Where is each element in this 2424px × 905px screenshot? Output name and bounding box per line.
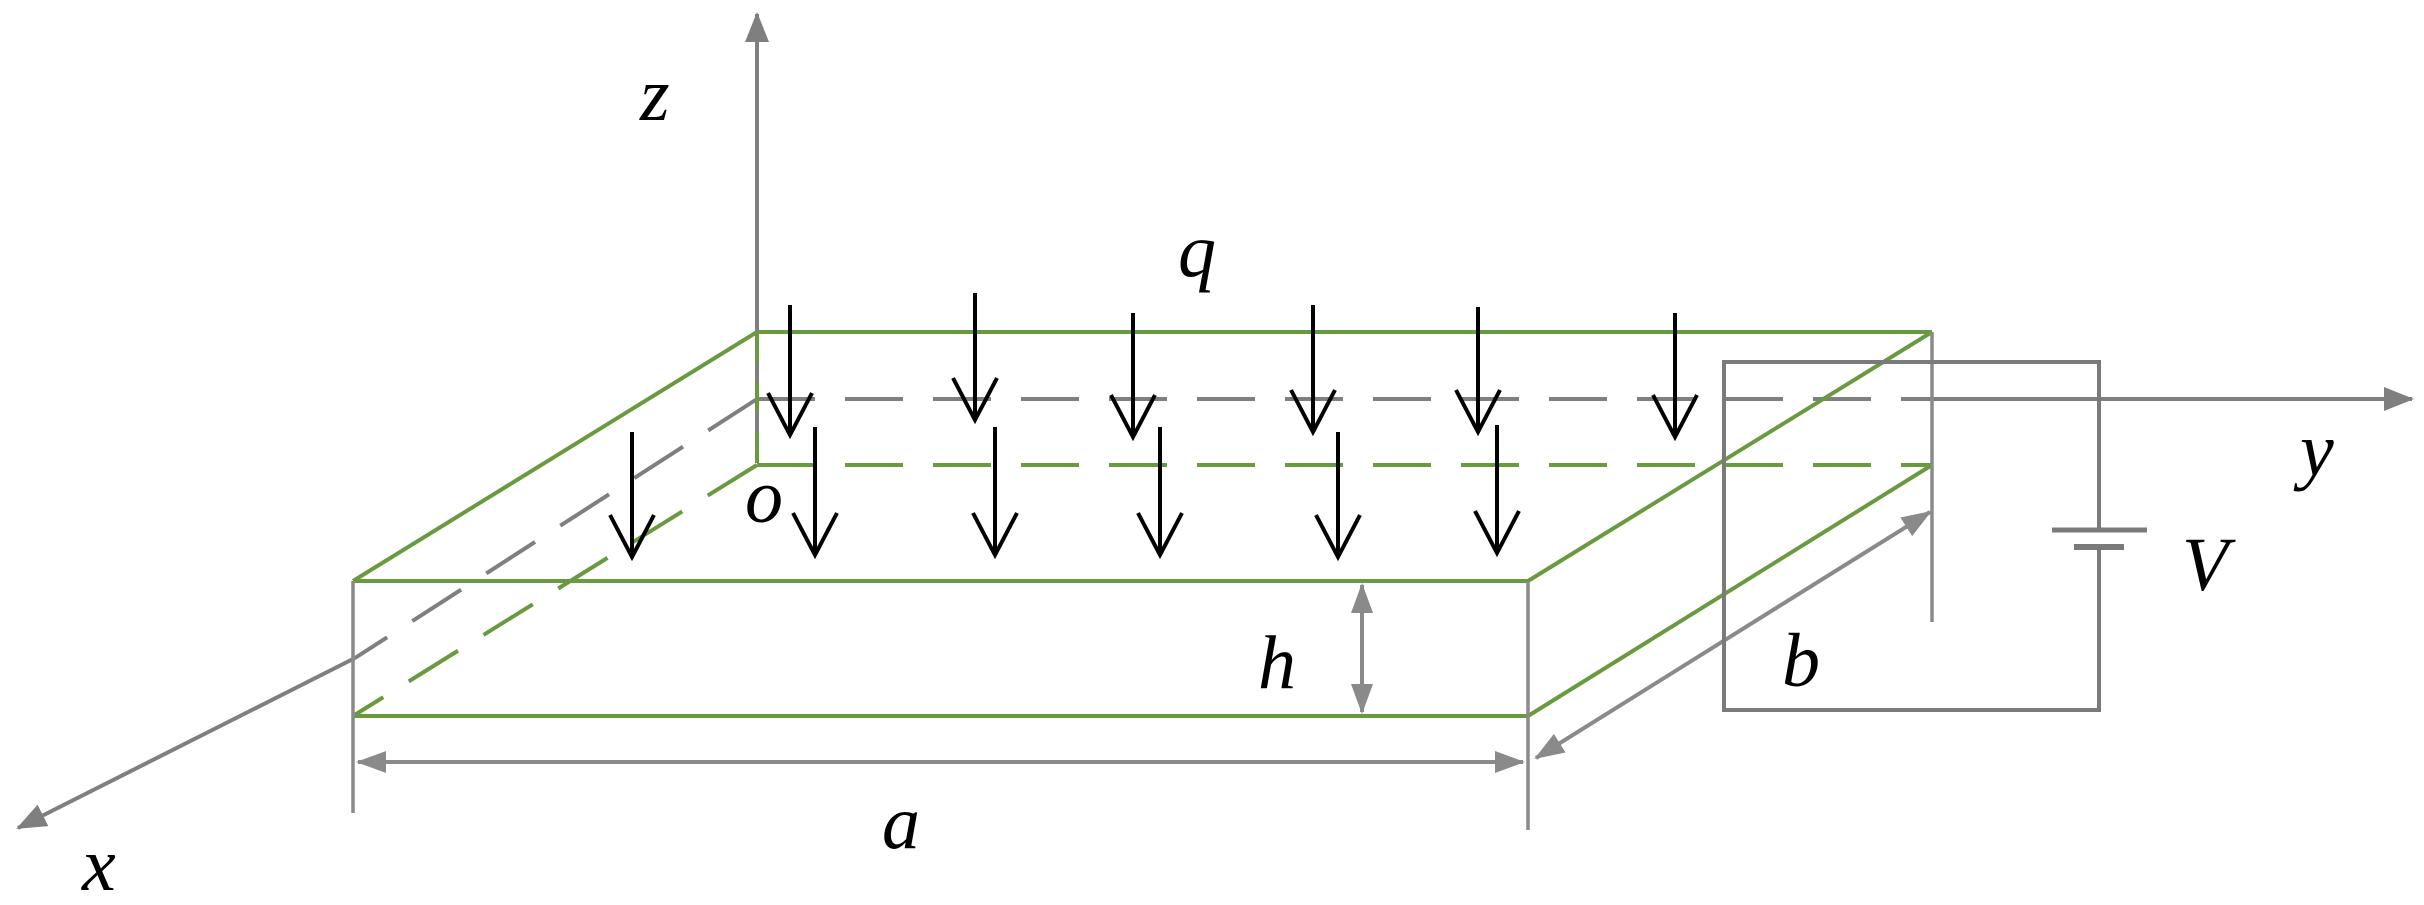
length-label: a (882, 781, 920, 865)
y-axis-label: y (2293, 408, 2334, 492)
load-label: q (1178, 209, 1216, 293)
plate-top-right-edge (1526, 330, 1934, 583)
x-axis-line-dashed (353, 397, 759, 660)
dimension-b-arrow (1534, 510, 1932, 760)
load-arrow-head-4 (1289, 389, 1337, 437)
load-arrow-head-3 (1109, 394, 1157, 442)
load-arrow-head-12 (1473, 510, 1521, 558)
plate-bottom-right-edge (1526, 463, 1934, 718)
x-axis-label: x (81, 823, 116, 905)
load-arrow-head-2 (951, 377, 999, 425)
load-arrow-head-6 (1651, 394, 1699, 442)
load-arrow-head-9 (971, 512, 1019, 560)
z-axis-label: z (639, 53, 670, 137)
coordinate-axes (16, 12, 2414, 830)
plate-bottom-left-edge-hidden (351, 463, 759, 718)
dimension-arrows (356, 510, 1932, 773)
extension-lines (351, 332, 1934, 830)
plate (351, 330, 1934, 718)
load-arrow-head-5 (1454, 389, 1502, 437)
x-axis-line-solid (16, 656, 356, 830)
load-arrow-head-8 (791, 512, 839, 560)
thickness-label: h (1258, 621, 1296, 705)
plate-top-left-edge (351, 330, 759, 583)
circuit-wire (1722, 360, 2101, 712)
load-arrow-head-1 (766, 392, 814, 440)
width-label: b (1782, 619, 1820, 703)
load-arrow-head-11 (1314, 514, 1362, 562)
voltage-circuit (1722, 360, 2147, 712)
labels: z y x o q V h b a (81, 53, 2334, 905)
distributed-load-arrows (608, 293, 1699, 562)
voltage-label: V (2182, 523, 2236, 607)
origin-label: o (745, 455, 783, 539)
load-arrow-head-7 (608, 514, 656, 562)
load-arrow-head-10 (1136, 512, 1184, 560)
